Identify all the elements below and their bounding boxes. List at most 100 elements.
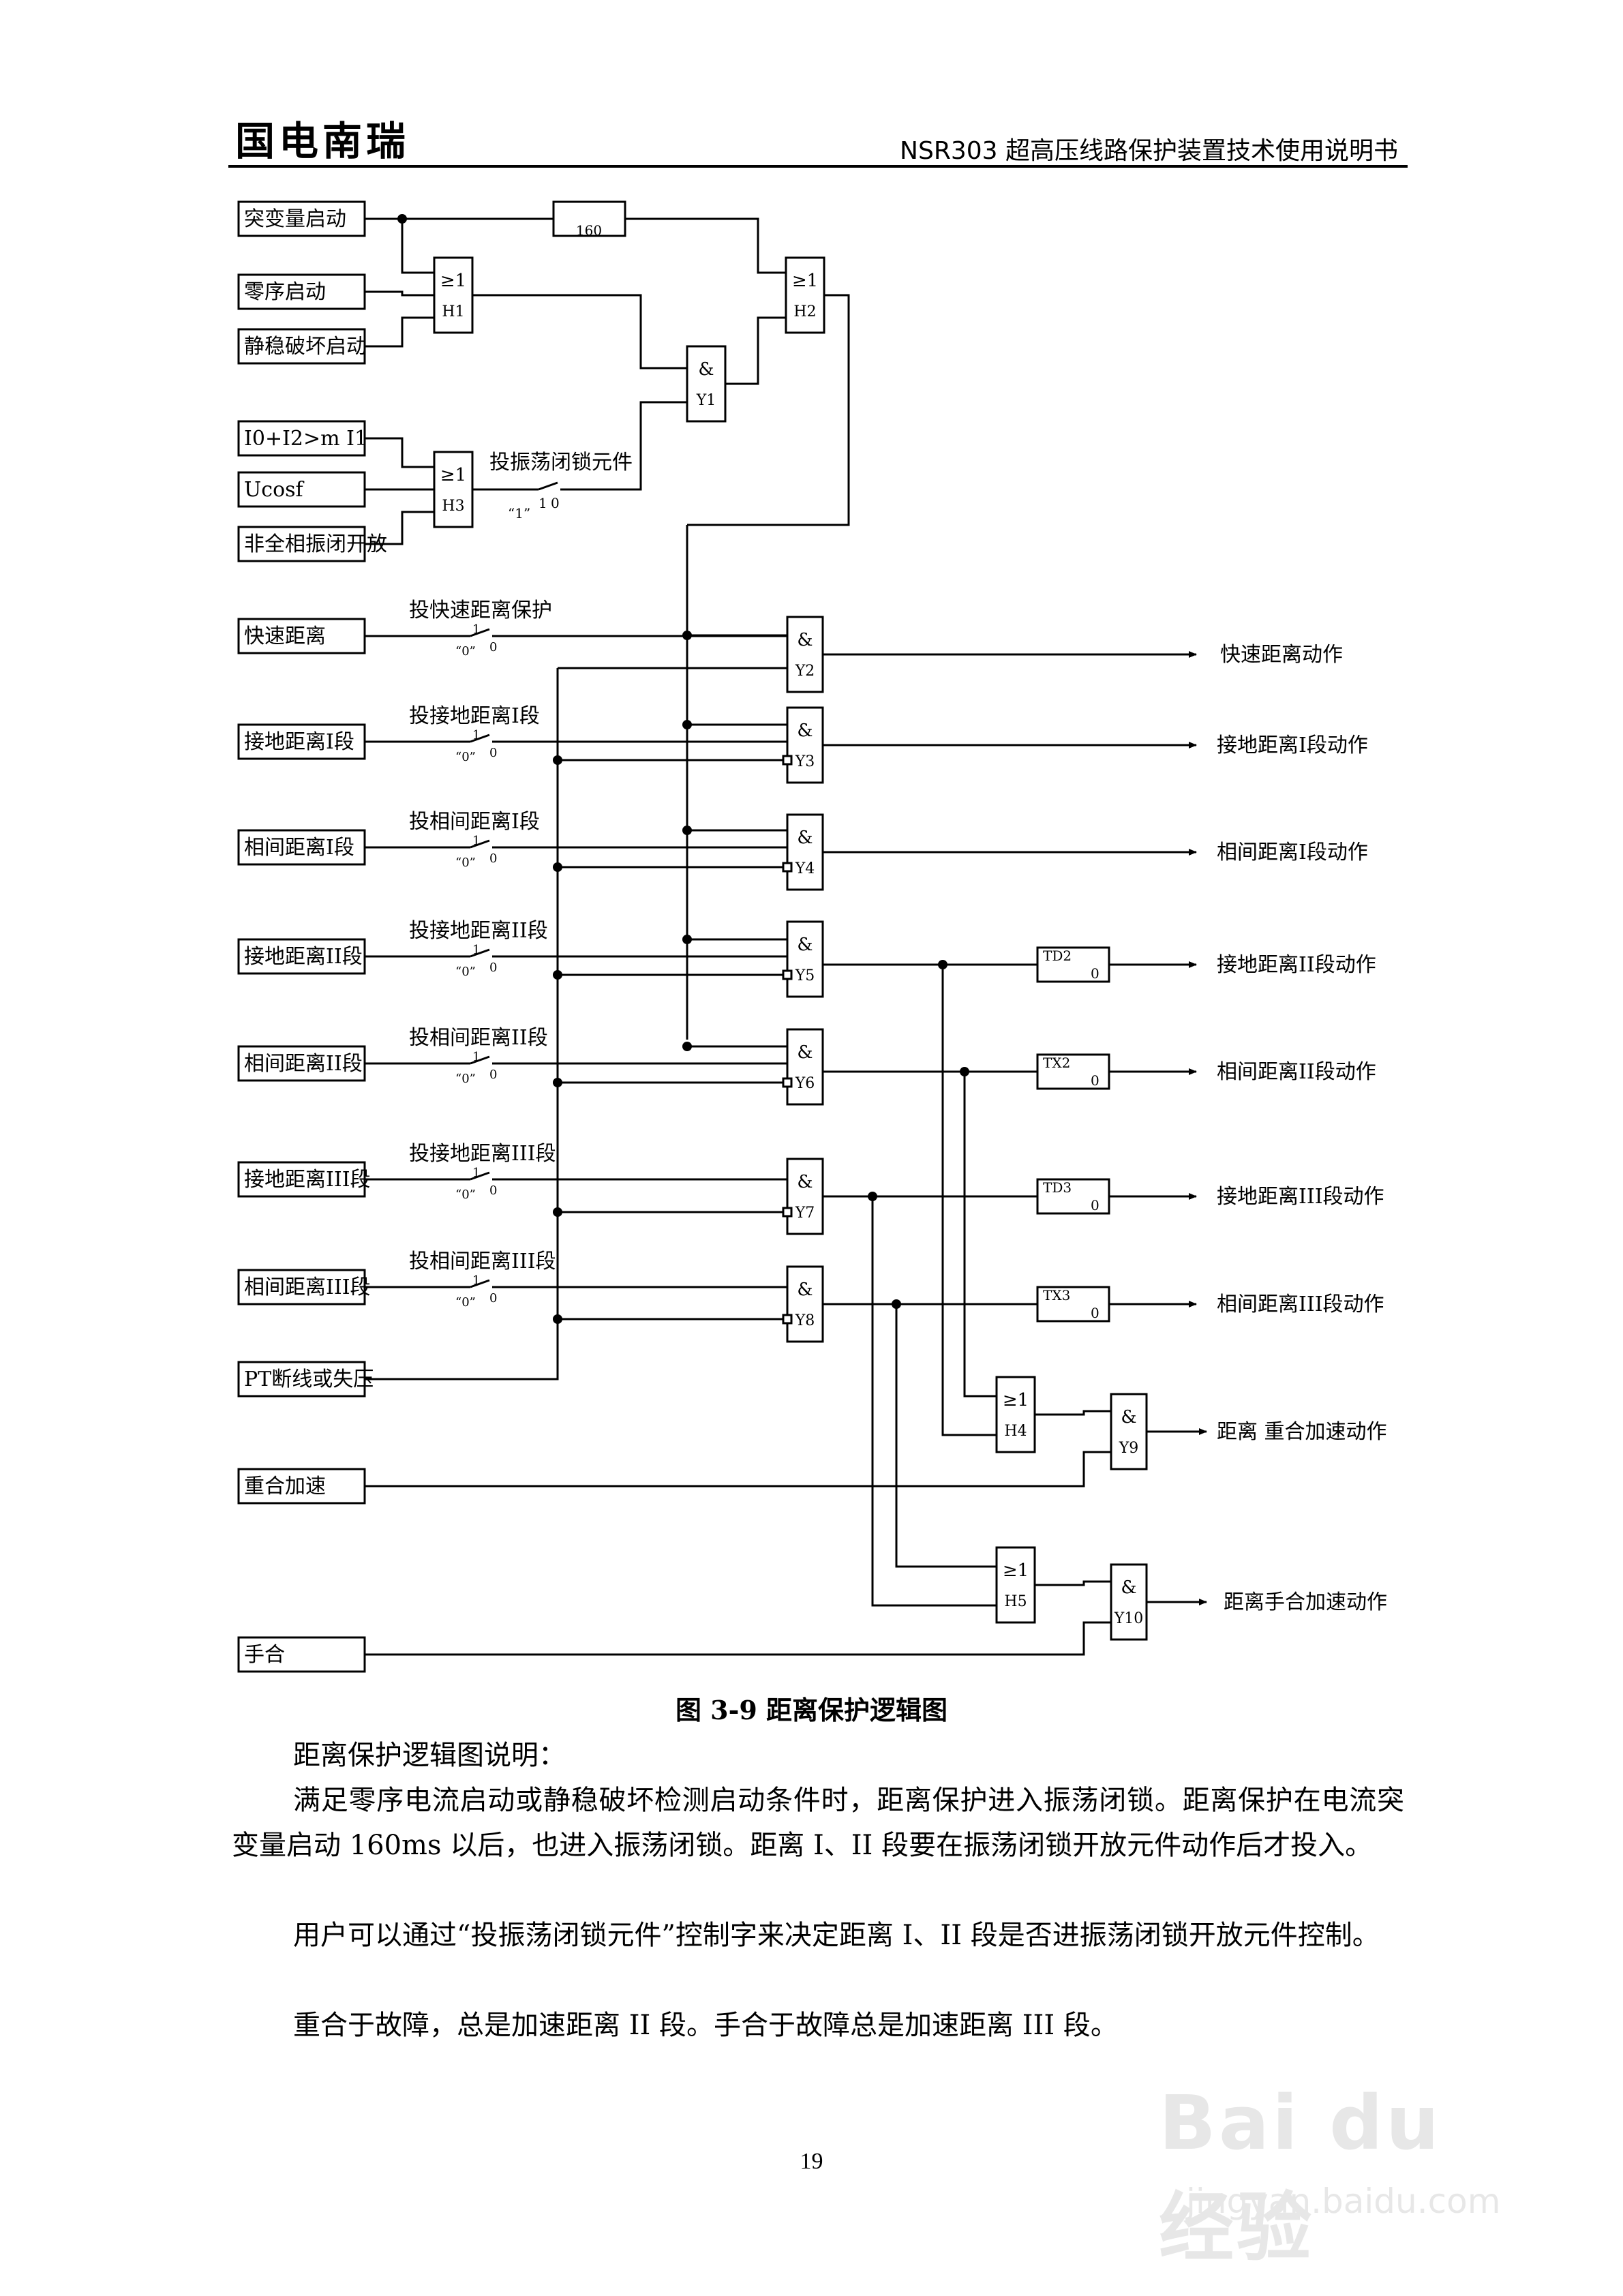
input-label-in_xj1: 相间距离I段	[244, 836, 354, 860]
input-label-in_lx: 零序启动	[244, 280, 326, 304]
switch-mark-1: 1	[539, 495, 547, 511]
input-label-in_jw: 静稳破坏启动	[244, 335, 367, 359]
gate-Y10	[1110, 1563, 1148, 1641]
wire-jw-h1	[365, 316, 434, 348]
output-label-out_xj1: 相间距离I段动作	[1217, 841, 1368, 864]
gate-H2	[785, 256, 825, 334]
gate-symbol-H2: ≥1	[792, 271, 818, 291]
junction-dot	[553, 970, 562, 980]
gate-label-H1: H1	[442, 303, 464, 320]
junction-dot	[682, 826, 692, 835]
input-in_jw	[237, 328, 366, 365]
company-logo: 国电南瑞	[235, 118, 410, 164]
input-in_u	[237, 471, 366, 508]
input-in_ks	[237, 618, 366, 654]
wire-switch-y1	[560, 401, 687, 491]
gate-symbol-Y6: &	[797, 1042, 813, 1063]
switch-zero-xj3: 0	[489, 1291, 497, 1305]
switch-label-sw_jd3: 投接地距离III段	[409, 1142, 556, 1166]
switch-qzero-jd1: “0”	[455, 750, 476, 764]
switch-label-sw_jd2: 投接地距离II段	[409, 919, 548, 943]
input-in_xj1	[237, 829, 366, 866]
gate-H4	[995, 1376, 1036, 1453]
input-label-in_ch: 重合加速	[244, 1475, 326, 1498]
junction-dot	[892, 1299, 901, 1309]
gate-symbol-H3: ≥1	[440, 465, 466, 485]
input-in_tbl	[237, 200, 366, 237]
switch-label-sw_ks: 投快速距离保护	[409, 599, 552, 622]
input-in_jd3	[237, 1161, 366, 1198]
switch-one-jd1: 1	[472, 728, 480, 742]
switch-label-sw_xj2: 投相间距离II段	[409, 1026, 548, 1050]
wire-h5-y10	[1035, 1580, 1111, 1586]
gate-label-Y3: Y3	[795, 753, 815, 770]
output-label-out_sh: 距离手合加速动作	[1224, 1590, 1387, 1614]
junction-dot	[682, 1042, 692, 1051]
wire-tbl-h1	[401, 219, 434, 274]
switch-blade-jd1	[470, 734, 490, 743]
gate-symbol-Y9: &	[1121, 1407, 1136, 1428]
wire-ch-y9	[365, 1451, 1111, 1487]
wire-lx-h1	[365, 290, 434, 297]
switch-one-jd2: 1	[472, 943, 480, 957]
baidu-watermark: Bai du 经验 jingyan.baidu.com	[1159, 2079, 1541, 2271]
timer-label-TD3: TD3	[1043, 1179, 1072, 1196]
explanation-heading: 距离保护逻辑图说明：	[293, 1740, 566, 1771]
input-label-in_xj2: 相间距离II段	[244, 1052, 363, 1076]
pulse-timer-160	[552, 200, 626, 237]
switch-qzero-xj1: “0”	[455, 856, 476, 870]
gate-label-H3: H3	[442, 498, 464, 515]
watermark-logo: Bai du 经验	[1159, 2079, 1442, 2271]
switch-one-ks: 1	[472, 622, 480, 637]
switch-qzero-jd3: “0”	[455, 1188, 476, 1202]
gate-label-Y1: Y1	[696, 392, 716, 409]
output-label-out_ks: 快速距离动作	[1220, 643, 1343, 667]
output-label-out_jd1: 接地距离I段动作	[1217, 734, 1368, 757]
wire-i-h3	[365, 437, 434, 468]
wire-sh-y10	[365, 1621, 1111, 1656]
switch-zero-jd2: 0	[489, 961, 497, 975]
gate-label-Y7: Y7	[795, 1205, 815, 1222]
gate-symbol-Y4: &	[797, 828, 813, 848]
output-label-out_ch: 距离 重合加速动作	[1217, 1420, 1387, 1444]
switch-one-xj1: 1	[472, 834, 480, 848]
input-in_jd2	[237, 938, 366, 975]
output-label-out_xj2: 相间距离II段动作	[1217, 1060, 1376, 1084]
junction-dot	[553, 862, 562, 872]
switch-zero-xj2: 0	[489, 1068, 497, 1082]
gate-symbol-Y1: &	[698, 359, 714, 380]
switch-blade-jd3	[470, 1171, 490, 1181]
gate-label-Y5: Y5	[795, 967, 815, 984]
switch-zero-ks: 0	[489, 640, 497, 654]
switch-one-xj2: 1	[472, 1050, 480, 1064]
switch-one-xj3: 1	[472, 1273, 480, 1288]
gate-label-Y6: Y6	[795, 1075, 815, 1092]
input-in_fq	[237, 526, 366, 562]
junction-dot	[682, 935, 692, 944]
input-label-in_jd2: 接地距离II段	[244, 945, 363, 969]
gate-Y9	[1110, 1393, 1148, 1470]
timer-TD3	[1036, 1178, 1110, 1215]
timer-label-TX2: TX2	[1043, 1055, 1070, 1071]
wire-h4-y9	[1035, 1410, 1111, 1416]
junction-dot	[397, 214, 407, 224]
switch-label-sw_xj1: 投相间距离I段	[409, 810, 540, 834]
input-label-in_fq: 非全相振闭开放	[244, 532, 387, 556]
switch-mark-0: 0	[551, 495, 560, 511]
gate-Y7	[786, 1158, 824, 1235]
gate-Y6	[786, 1028, 824, 1106]
input-label-in_pt: PT断线或失压	[244, 1368, 374, 1391]
switch-label-sw_jd1: 投接地距离I段	[409, 704, 540, 728]
switch-blade-xj3	[470, 1279, 490, 1288]
gate-label-Y8: Y8	[795, 1312, 815, 1329]
gate-symbol-Y3: &	[797, 721, 813, 741]
gate-symbol-Y10: &	[1121, 1577, 1136, 1598]
wire-y1-h2	[725, 316, 786, 385]
wire-pulse-h2	[625, 217, 786, 274]
gate-H3	[433, 451, 474, 528]
input-label-in_i: I0+I2>m I1	[244, 427, 367, 451]
junction-dot	[682, 631, 692, 640]
gate-Y1	[686, 345, 727, 423]
gate-symbol-Y5: &	[797, 935, 813, 955]
